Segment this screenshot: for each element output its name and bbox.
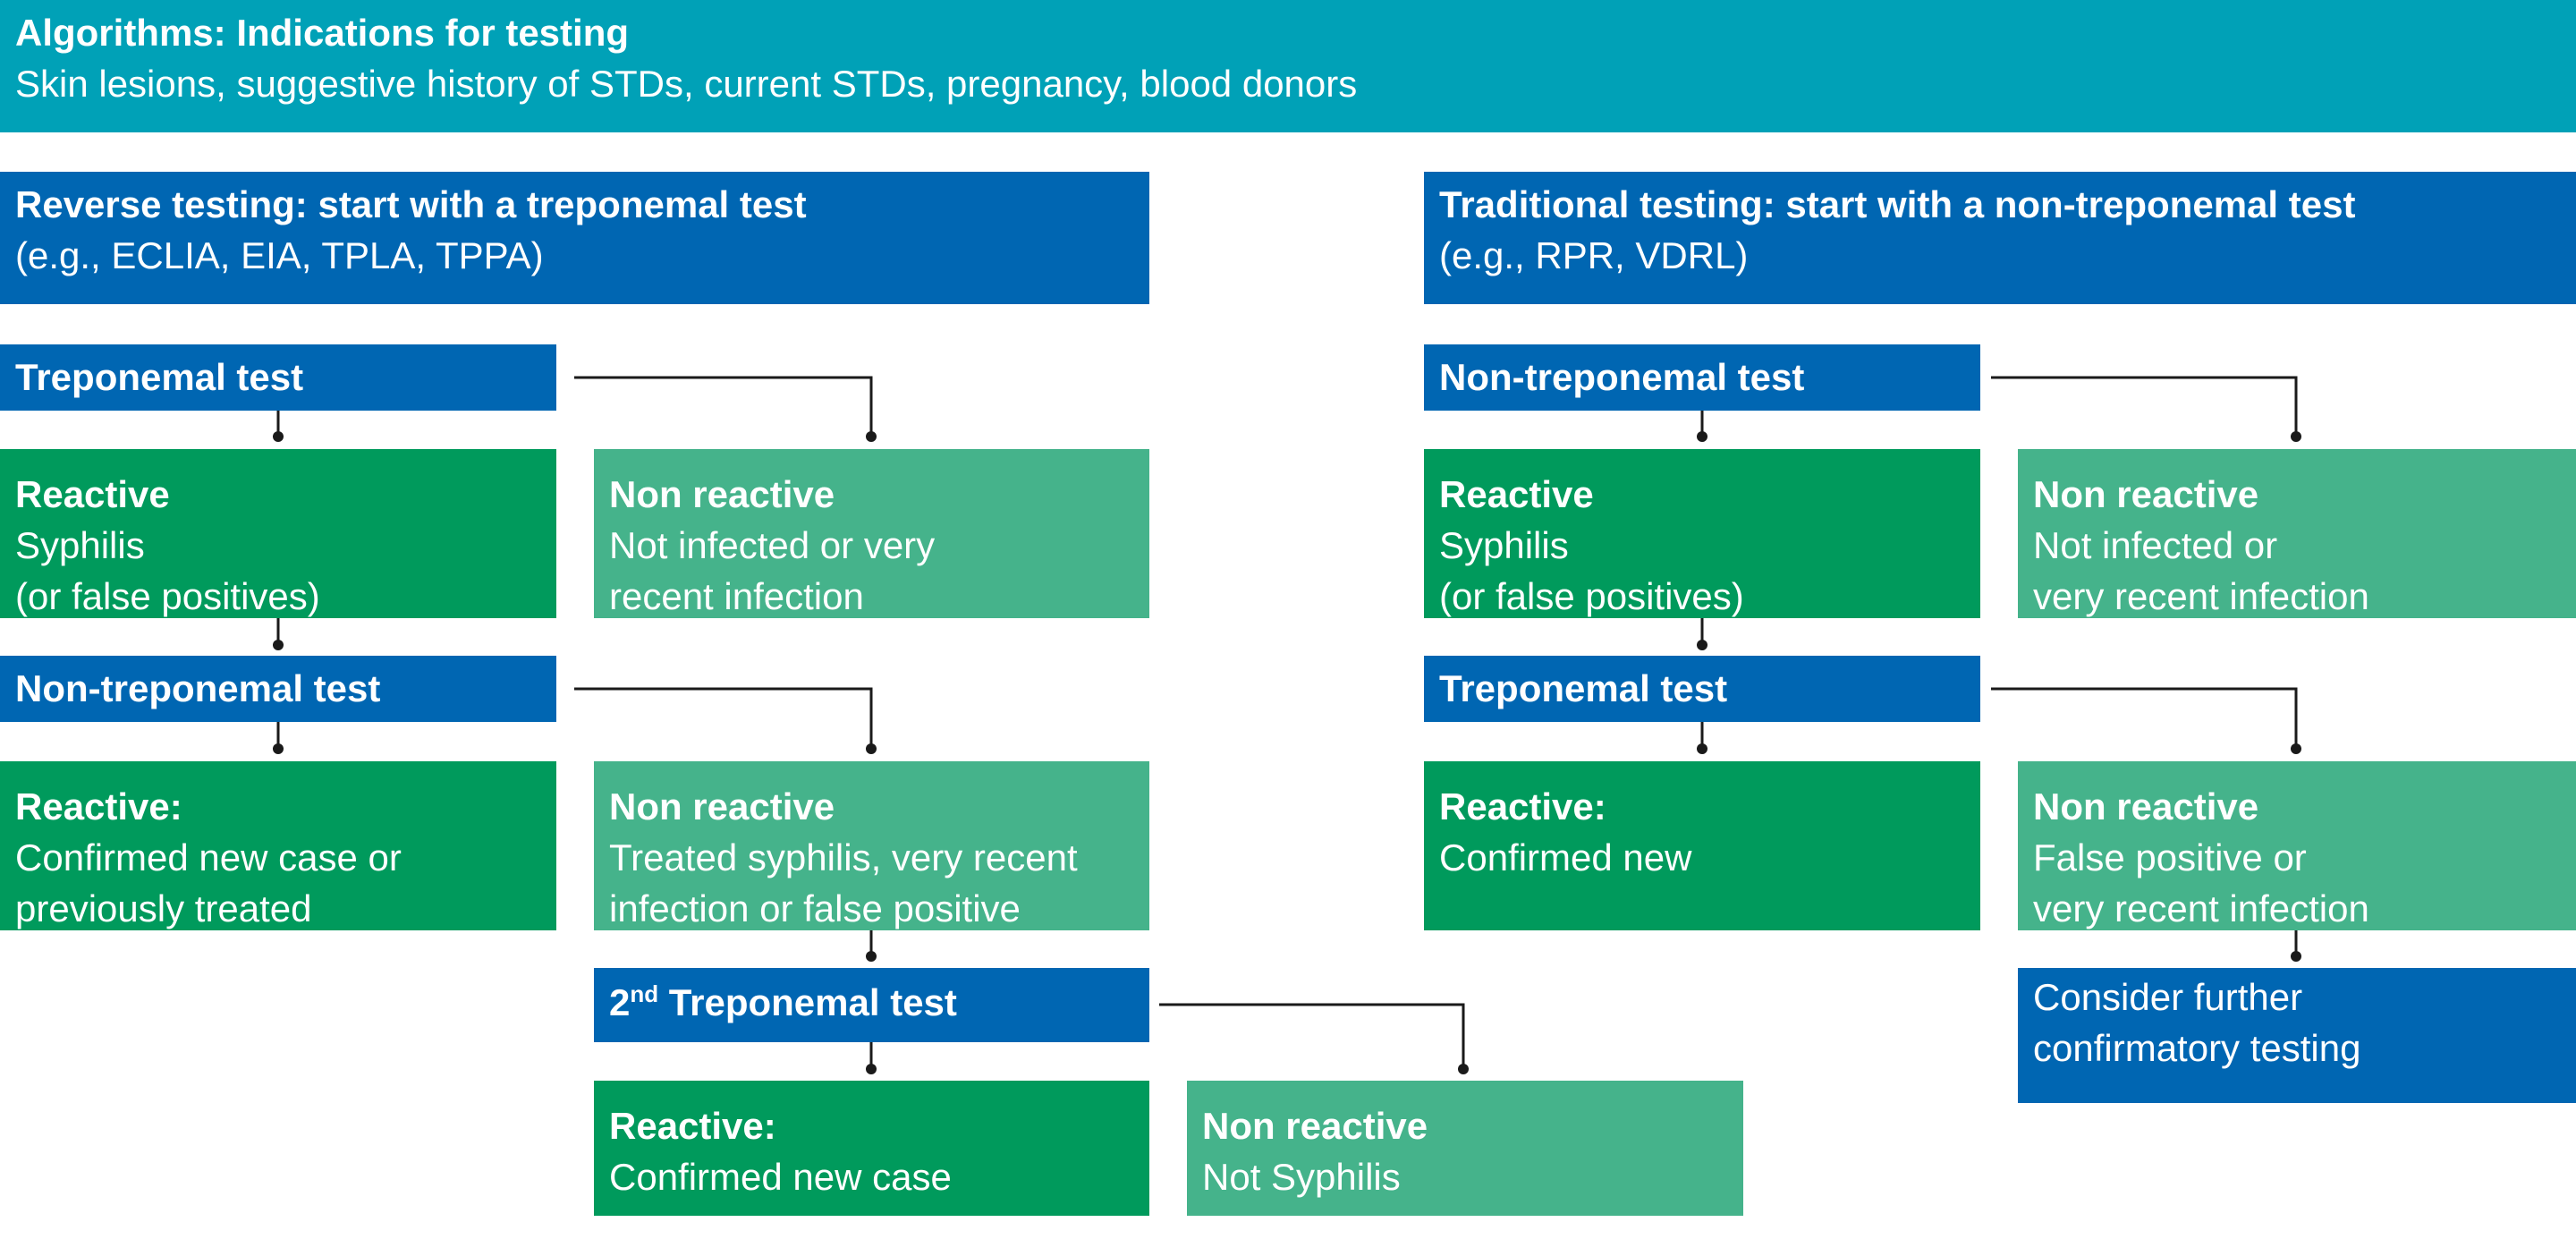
reverse-step3-label: Treponemal test xyxy=(668,981,957,1023)
traditional-step1-nonreactive-title: Non reactive xyxy=(2033,473,2259,515)
traditional-testing-heading: Traditional testing: start with a non-tr… xyxy=(1424,172,2576,304)
traditional-step1-nonreactive-line: very recent infection xyxy=(2033,575,2369,617)
reverse-step1-reactive-box: Reactive Syphilis (or false positives) xyxy=(0,449,556,618)
traditional-step1-title: Non-treponemal test xyxy=(1439,356,1805,398)
traditional-step2-title: Treponemal test xyxy=(1439,667,1728,709)
reverse-step2-reactive-title: Reactive: xyxy=(15,785,182,827)
reverse-step3-nonreactive-title: Non reactive xyxy=(1202,1105,1428,1147)
reverse-step1-reactive-line: Syphilis xyxy=(15,524,145,566)
traditional-step2-reactive-line: Confirmed new xyxy=(1439,836,1692,878)
banner-subtitle: Skin lesions, suggestive history of STDs… xyxy=(15,63,1358,105)
connector-dot xyxy=(273,640,284,650)
reverse-step3-ordinal-suffix: nd xyxy=(630,980,659,1007)
connector-dot xyxy=(2291,951,2301,962)
traditional-step1-reactive-title: Reactive xyxy=(1439,473,1594,515)
connector-dot xyxy=(866,1064,877,1074)
traditional-step1-reactive-box: Reactive Syphilis (or false positives) xyxy=(1424,449,1980,618)
connector-dot xyxy=(2291,431,2301,442)
reverse-step3-title: 2nd Treponemal test xyxy=(609,977,1133,1028)
connector-line xyxy=(1991,687,2298,749)
traditional-step3-line: Consider further xyxy=(2033,976,2303,1018)
connector-line xyxy=(574,376,873,437)
reverse-step3-ordinal: 2 xyxy=(609,981,631,1023)
connector-line xyxy=(1159,1003,1465,1069)
traditional-heading-subtitle: (e.g., RPR, VDRL) xyxy=(1439,234,1749,276)
traditional-step1-reactive-line: (or false positives) xyxy=(1439,575,1744,617)
connector-dot xyxy=(1458,1064,1469,1074)
traditional-step2-reactive-title: Reactive: xyxy=(1439,785,1606,827)
reverse-non-treponemal-test-box: Non-treponemal test xyxy=(0,656,556,722)
traditional-step1-reactive-line: Syphilis xyxy=(1439,524,1569,566)
reverse-treponemal-test-box: Treponemal test xyxy=(0,344,556,411)
traditional-step3-line: confirmatory testing xyxy=(2033,1027,2361,1069)
reverse-step2-nonreactive-title: Non reactive xyxy=(609,785,835,827)
reverse-step2-reactive-line: Confirmed new case or xyxy=(15,836,402,878)
connector-dot xyxy=(273,431,284,442)
reverse-step1-nonreactive-line: recent infection xyxy=(609,575,864,617)
connector-dot xyxy=(1697,743,1707,754)
connector-dot xyxy=(866,431,877,442)
indications-banner: Algorithms: Indications for testing Skin… xyxy=(0,0,2576,132)
traditional-step2-nonreactive-box: Non reactive False positive or very rece… xyxy=(2018,761,2576,930)
reverse-step2-nonreactive-box: Non reactive Treated syphilis, very rece… xyxy=(594,761,1149,930)
reverse-second-treponemal-test-box: 2nd Treponemal test xyxy=(594,968,1149,1042)
connector-dot xyxy=(866,743,877,754)
connector-dot xyxy=(1697,431,1707,442)
traditional-further-testing-box: Consider further confirmatory testing xyxy=(2018,968,2576,1103)
connector-dot xyxy=(273,743,284,754)
reverse-testing-heading: Reverse testing: start with a treponemal… xyxy=(0,172,1149,304)
reverse-step2-reactive-box: Reactive: Confirmed new case or previous… xyxy=(0,761,556,930)
reverse-step2-nonreactive-line: Treated syphilis, very recent xyxy=(609,836,1078,878)
reverse-step3-reactive-title: Reactive: xyxy=(609,1105,776,1147)
reverse-step1-reactive-title: Reactive xyxy=(15,473,170,515)
banner-title: Algorithms: Indications for testing xyxy=(15,12,630,54)
traditional-non-treponemal-test-box: Non-treponemal test xyxy=(1424,344,1980,411)
reverse-heading-subtitle: (e.g., ECLIA, EIA, TPLA, TPPA) xyxy=(15,234,544,276)
reverse-step1-nonreactive-line: Not infected or very xyxy=(609,524,936,566)
traditional-step2-nonreactive-title: Non reactive xyxy=(2033,785,2259,827)
connector-dot xyxy=(1697,640,1707,650)
reverse-step1-nonreactive-box: Non reactive Not infected or very recent… xyxy=(594,449,1149,618)
reverse-step3-reactive-line: Confirmed new case xyxy=(609,1156,952,1198)
reverse-step1-title: Treponemal test xyxy=(15,356,304,398)
reverse-step3-reactive-box: Reactive: Confirmed new case xyxy=(594,1081,1149,1216)
traditional-step1-nonreactive-line: Not infected or xyxy=(2033,524,2278,566)
reverse-step2-title: Non-treponemal test xyxy=(15,667,381,709)
traditional-step1-nonreactive-box: Non reactive Not infected or very recent… xyxy=(2018,449,2576,618)
traditional-step2-nonreactive-line: False positive or xyxy=(2033,836,2307,878)
reverse-step1-nonreactive-title: Non reactive xyxy=(609,473,835,515)
traditional-heading-title: Traditional testing: start with a non-tr… xyxy=(1439,183,2356,225)
connector-dot xyxy=(2291,743,2301,754)
reverse-step2-reactive-line: previously treated xyxy=(15,887,312,929)
traditional-step2-nonreactive-line: very recent infection xyxy=(2033,887,2369,929)
connector-line xyxy=(1991,376,2298,437)
reverse-step2-nonreactive-line: infection or false positive xyxy=(609,887,1021,929)
reverse-heading-title: Reverse testing: start with a treponemal… xyxy=(15,183,807,225)
reverse-step3-nonreactive-box: Non reactive Not Syphilis xyxy=(1187,1081,1743,1216)
connector-dot xyxy=(866,951,877,962)
connector-line xyxy=(574,687,873,749)
reverse-step1-reactive-line: (or false positives) xyxy=(15,575,320,617)
traditional-treponemal-test-box: Treponemal test xyxy=(1424,656,1980,722)
traditional-step2-reactive-box: Reactive: Confirmed new xyxy=(1424,761,1980,930)
reverse-step3-nonreactive-line: Not Syphilis xyxy=(1202,1156,1401,1198)
